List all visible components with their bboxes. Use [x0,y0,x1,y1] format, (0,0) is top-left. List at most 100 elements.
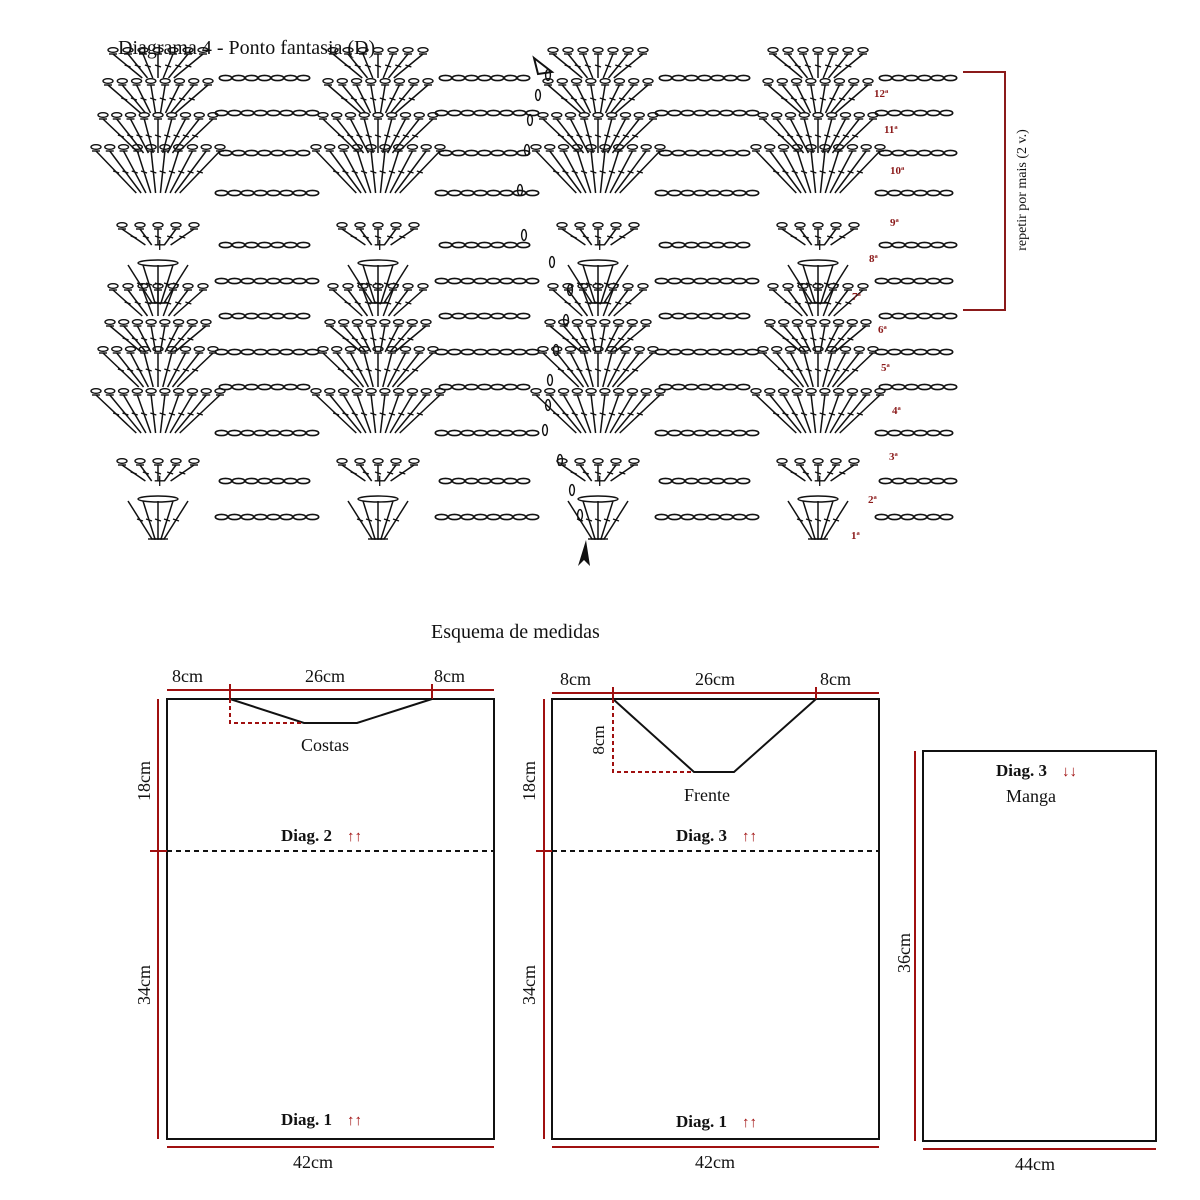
stitch-symbol [615,64,622,68]
chain-row-4 [438,383,453,391]
stitch-symbol [163,282,171,286]
stitch-symbol [574,301,581,305]
chain-row-2 [878,477,893,485]
shell-top-chain [324,319,336,326]
chain-row-12 [438,74,453,82]
stitch-symbol [196,170,204,174]
chain-row-12 [231,74,246,82]
chain-row-7 [486,277,501,285]
shell-top-chain [577,47,589,54]
shell-top-chain [188,458,200,465]
shell-top-chain [406,319,418,326]
chain-row-4 [490,383,505,391]
stitch-symbol [388,170,396,174]
shell-top-chain [640,319,652,326]
stitch-symbol [159,97,167,101]
chain-row-11 [279,109,294,117]
chain-row-12 [671,74,686,82]
back-top-mid-measure: 26cm [305,666,345,686]
stitch-symbol [608,412,616,416]
stitch-symbol [398,412,405,416]
shell-top-chain [214,143,226,150]
shell-top-chain [137,495,179,503]
shell-top-chain [104,319,116,326]
stitch-symbol [182,368,190,372]
chain-row-6 [477,312,492,320]
stitch-symbol [835,301,842,305]
chain-row-5 [693,348,708,356]
stitch-symbol [154,235,162,239]
shell-top-chain [357,259,399,267]
stitch-symbol [791,412,798,416]
chain-row-4 [671,383,686,391]
stitch-symbol [169,97,176,101]
chain-row-1 [874,513,889,521]
stitch-symbol [594,64,602,68]
stitch-symbol [791,337,799,341]
stitch-symbol [800,170,808,174]
stitch-symbol [585,134,592,138]
shell-top-chain [585,77,597,84]
stitch-symbol [594,518,602,522]
stitch-symbol [191,134,199,138]
chain-row-7 [227,277,242,285]
shell-top-chain [434,143,446,150]
chain-row-12 [490,74,505,82]
shell-top-chain [392,388,405,395]
chain-row-11 [305,109,320,117]
stitch-symbol [576,134,583,138]
shell-top-chain [337,143,350,150]
chain-row-8 [943,241,958,249]
stitch-symbol [580,337,588,341]
chain-row-9 [240,189,255,197]
back-diag-bottom-arrows: ↑↑ [347,1113,362,1129]
shell-top-chain [379,388,391,395]
shell-top-chain [578,111,590,118]
stitch-symbol [405,301,412,305]
stitch-symbol [608,337,616,341]
chain-row-3 [447,429,462,437]
stitch-symbol [604,64,612,68]
stitch-symbol [585,368,592,372]
chain-row-5 [706,348,721,356]
chain-row-3 [292,429,307,437]
chain-row-3 [473,429,488,437]
chain-row-3 [693,429,708,437]
chain-row-3 [525,429,540,437]
shell-top-chain [145,319,157,326]
stitch-symbol [594,282,602,286]
stitch-symbol [342,170,349,174]
stitch-symbol [781,97,788,101]
chain-row-2 [658,477,673,485]
chain-row-8 [270,241,285,249]
stitch-symbol [122,412,129,416]
front-neck-guide [612,699,694,773]
stitch-symbol [337,134,345,138]
shell-top-chain [111,111,123,118]
chain-row-5 [473,348,488,356]
stitch-symbol [374,282,382,286]
stitch-symbol [112,412,120,416]
stitch-symbol [814,368,822,372]
shell-top-chain [860,388,872,395]
chain-row-10 [943,149,958,157]
stitch-symbol [585,518,593,522]
stitch-symbol [344,301,351,305]
chain-row-4 [930,383,945,391]
chain-row-6 [878,312,893,320]
shell-top-chain [767,47,779,54]
shell-top-chain [336,77,348,84]
chain-row-3 [460,429,475,437]
chain-row-6 [671,312,686,320]
stitch-symbol [122,337,129,341]
shell-top-chain [839,111,852,118]
turning-chain [552,343,560,357]
chain-row-8 [736,241,751,249]
stitch-symbol [140,337,148,341]
stitch-symbol [612,282,620,286]
stitch-symbol [166,471,174,475]
stitch-symbol [599,97,607,101]
stitch-symbol [130,97,138,101]
row-label-10: 10ª [890,165,905,177]
shell-top-chain [166,111,178,118]
